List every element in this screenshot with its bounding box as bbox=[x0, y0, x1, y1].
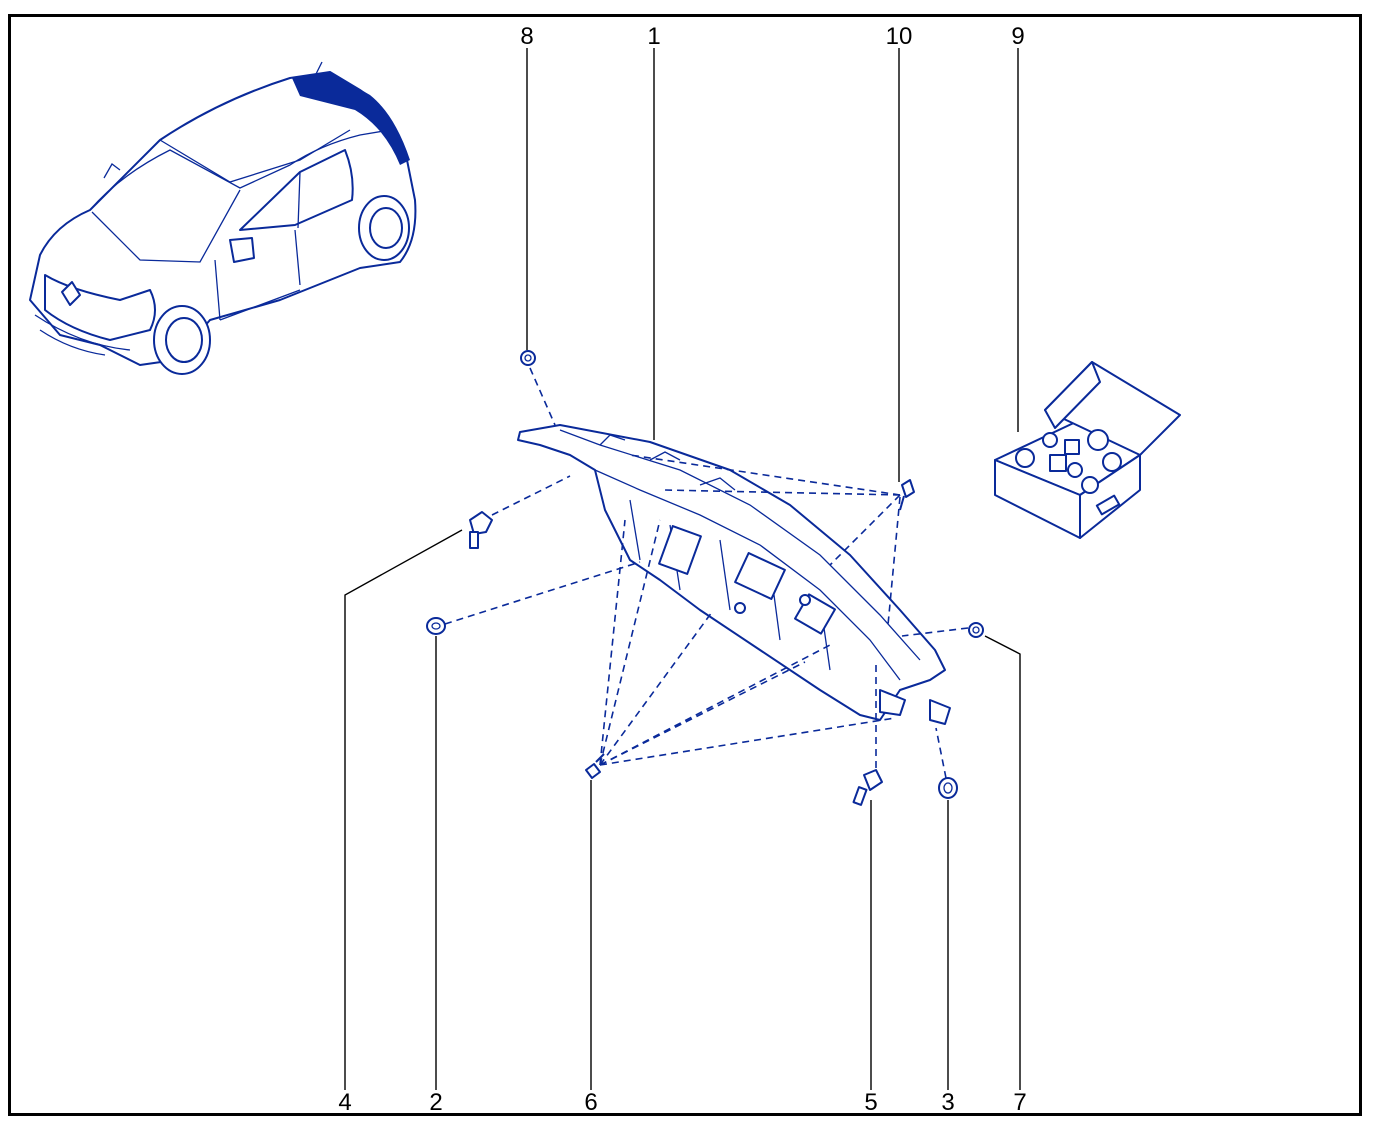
grommet-part-3 bbox=[938, 777, 958, 799]
repair-kit-box-part-9 bbox=[994, 361, 1181, 539]
callout-2: 2 bbox=[429, 1089, 442, 1116]
callout-5: 5 bbox=[864, 1089, 877, 1116]
bolt-part-6 bbox=[585, 753, 605, 779]
callout-8: 8 bbox=[520, 23, 533, 50]
grommet-part-2 bbox=[426, 617, 446, 635]
callout-6: 6 bbox=[584, 1089, 597, 1116]
callout-3: 3 bbox=[941, 1089, 954, 1116]
nut-part-8 bbox=[520, 350, 536, 366]
bolt-part-10 bbox=[899, 479, 915, 511]
clip-part-5 bbox=[852, 769, 883, 806]
callout-leader-lines bbox=[344, 48, 1021, 1090]
assembly-dashed-lines bbox=[444, 367, 969, 779]
callout-7: 7 bbox=[1013, 1089, 1026, 1116]
nut-part-7 bbox=[968, 622, 984, 638]
car-illustration bbox=[29, 61, 417, 375]
callout-9: 9 bbox=[1011, 23, 1024, 50]
callout-1: 1 bbox=[647, 23, 660, 50]
callout-labels: 8 1 10 9 4 2 6 5 3 7 bbox=[338, 23, 1026, 1116]
main-bracket-part-1 bbox=[517, 424, 951, 725]
callout-4: 4 bbox=[338, 1089, 351, 1116]
clip-part-4 bbox=[469, 511, 493, 549]
callout-10: 10 bbox=[886, 23, 913, 50]
